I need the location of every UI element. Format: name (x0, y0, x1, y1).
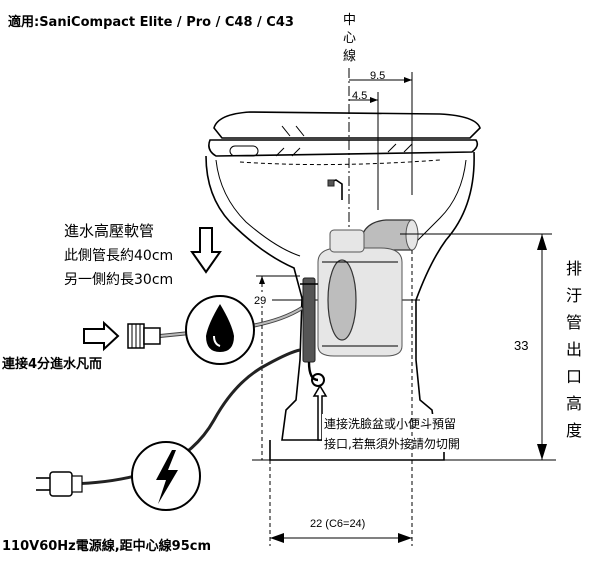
outlet-height-6: 高 (566, 394, 582, 413)
outlet-height-4: 出 (566, 340, 582, 359)
dim-4-5-text: 4.5 (352, 90, 367, 102)
sink-connection-line2: 接口,若無須外接請勿切開 (324, 436, 460, 451)
sink-inlet-bend (307, 361, 319, 382)
inlet-connection-label: 連接4分進水凡而 (2, 356, 102, 372)
toilet-seat (208, 139, 479, 157)
inlet-hose-line1: 進水高壓軟管 (64, 222, 154, 240)
rim-line (239, 159, 441, 166)
dim-22-arrow-right (398, 533, 412, 543)
diagram-title: 適用:SaniCompact Elite / Pro / C48 / C43 (8, 14, 294, 30)
dim-29-arrow (259, 276, 265, 284)
dim-22-text: 22 (C6=24) (310, 518, 365, 530)
sink-text-bg (322, 414, 492, 452)
dim-4-5-arrow (370, 97, 378, 103)
tank-bands (322, 261, 398, 347)
dim-29-text: 29 (254, 295, 266, 307)
hose-ferrule (143, 327, 161, 345)
power-cord-label: 110V60Hz電源線,距中心線95cm (2, 538, 211, 554)
inlet-hose-line2: 此側管長約40cm (64, 248, 173, 264)
inlet-hose-line3: 另一側約長30cm (64, 272, 173, 288)
dim-33-text: 33 (514, 338, 528, 353)
power-cord (61, 348, 301, 486)
dim-9-5-arrow (404, 77, 412, 83)
lightning-icon (156, 450, 178, 504)
centerline-label-2: 心 (343, 31, 356, 46)
discharge-outlet (405, 219, 419, 251)
pump-motor (329, 229, 365, 253)
dim-22-arrow-left (270, 533, 284, 543)
centerline-label-3: 線 (343, 48, 356, 64)
dim-33-arrow-bottom (537, 444, 547, 460)
seat-bumper (229, 145, 259, 157)
outlet-height-3: 管 (566, 313, 582, 332)
bowl-inner-right (413, 159, 467, 245)
hose-nut-thread (131, 324, 141, 348)
outlet-height-5: 口 (566, 367, 582, 386)
toilet-lid (213, 111, 481, 139)
outlet-height-7: 度 (566, 421, 582, 440)
sink-connection-line1: 連接洗臉盆或小便斗預留 (324, 416, 456, 431)
hose-down-arrow (190, 227, 222, 274)
plug-strain-relief (71, 475, 83, 493)
centerline-label-1: 中 (343, 13, 356, 28)
sink-inlet-pipe (302, 277, 316, 363)
dim-29-bg (252, 292, 272, 306)
pump-chamber (327, 259, 357, 341)
outlet-height-1: 排 (566, 259, 582, 278)
inlet-arrow (83, 320, 120, 352)
seat-detail (275, 143, 413, 157)
dim-33-arrow-top (537, 234, 547, 250)
outlet-height-2: 汙 (566, 286, 582, 305)
power-plug (49, 471, 73, 497)
inlet-valve-head (327, 179, 335, 187)
dim-9-5-text: 9.5 (370, 70, 385, 82)
water-drop-highlight (213, 335, 221, 347)
bowl-inner-left (215, 159, 301, 257)
water-drop-icon (206, 304, 234, 352)
hinge-detail (281, 125, 305, 137)
